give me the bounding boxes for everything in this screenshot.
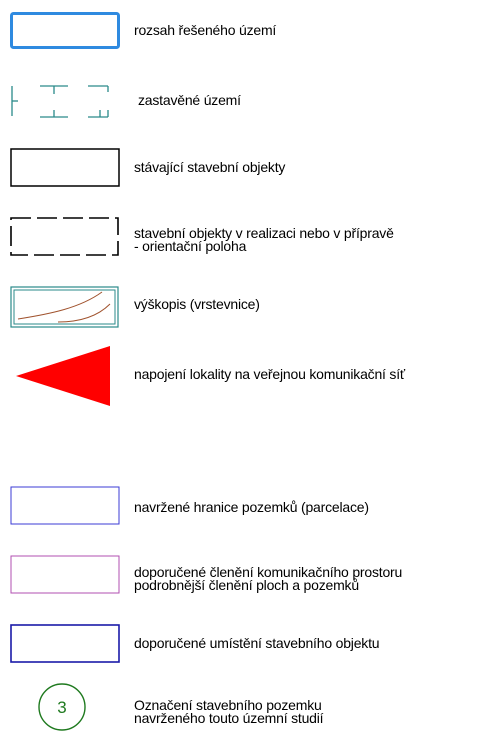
plot-number-circle-icon: 3: [38, 683, 86, 731]
legend-label-contour-lines: výškopis (vrstevnice): [134, 296, 260, 312]
existing-buildings-symbol: [10, 148, 120, 187]
legend-label-study-area: rozsah řešeného území: [134, 22, 277, 38]
planned-buildings-symbol: [10, 217, 119, 256]
study-area-boundary-symbol: [10, 12, 120, 49]
plot-boundaries-symbol: [10, 486, 120, 525]
legend-label-planned-buildings: stavební objekty v realizaci nebo v příp…: [134, 225, 394, 254]
legend-label-road-connection: napojení lokality na veřejnou komunikačn…: [134, 366, 405, 382]
legend-label-plot-number: Označení stavebního pozemku navrženého t…: [134, 697, 324, 726]
road-connection-triangle-icon: [16, 346, 110, 406]
road-space-division-symbol: [10, 555, 120, 594]
plot-number: 3: [57, 698, 66, 717]
legend-label-plot-boundaries: navržené hranice pozemků (parcelace): [134, 499, 369, 515]
legend-label-road-space-division: doporučené členění komunikačního prostor…: [134, 564, 403, 593]
building-placement-symbol: [10, 624, 120, 663]
contour-lines-symbol: [10, 286, 119, 328]
built-up-area-symbol: [11, 85, 109, 118]
legend-label-existing-buildings: stávající stavební objekty: [134, 159, 286, 175]
legend-label-building-placement: doporučené umístění stavebního objektu: [134, 635, 380, 651]
legend-label-built-up-area: zastavěné území: [138, 92, 241, 108]
